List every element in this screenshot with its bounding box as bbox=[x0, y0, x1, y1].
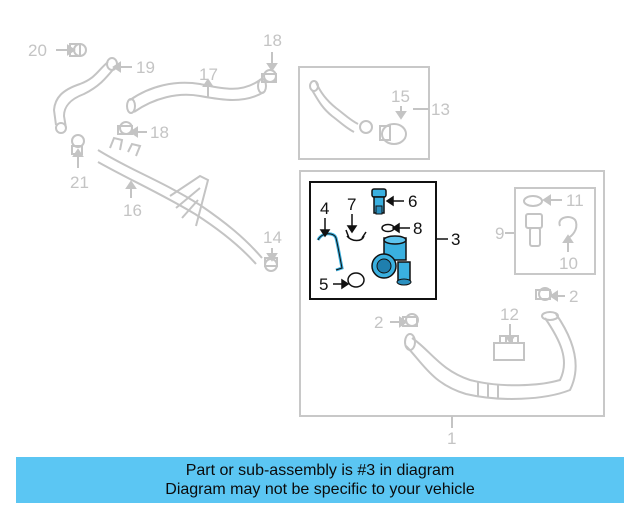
highlighted-parts-3 bbox=[316, 188, 412, 288]
clip-part-4 bbox=[316, 232, 344, 272]
callout-5: 5 bbox=[319, 275, 328, 294]
callout-4: 4 bbox=[320, 199, 329, 218]
callout-1: 1 bbox=[447, 429, 456, 448]
callout-14: 14 bbox=[263, 228, 282, 247]
callout-12: 12 bbox=[500, 305, 519, 324]
callout-13: 13 bbox=[431, 100, 450, 119]
group-box-1 bbox=[299, 170, 605, 417]
clip-part-7 bbox=[345, 229, 367, 242]
info-banner: Part or sub-assembly is #3 in diagram Di… bbox=[16, 457, 624, 503]
callout-18-top: 18 bbox=[263, 31, 282, 50]
callout-10: 10 bbox=[559, 254, 578, 273]
group-box-13 bbox=[298, 66, 430, 160]
dark-leaders bbox=[319, 195, 448, 290]
faint-hose-13 bbox=[309, 80, 407, 145]
callout-20: 20 bbox=[28, 41, 47, 60]
callout-3: 3 bbox=[451, 230, 460, 249]
housing-part-3 bbox=[371, 235, 412, 286]
banner-line-1: Part or sub-assembly is #3 in diagram bbox=[185, 462, 455, 479]
callout-17: 17 bbox=[199, 65, 218, 84]
callout-8: 8 bbox=[413, 219, 422, 238]
callout-16: 16 bbox=[123, 201, 142, 220]
group-box-9 bbox=[514, 187, 596, 275]
callout-19: 19 bbox=[136, 58, 155, 77]
faint-leaders bbox=[56, 44, 574, 428]
callout-6: 6 bbox=[408, 192, 417, 211]
sensor-part-6 bbox=[371, 188, 387, 215]
callout-2-right: 2 bbox=[569, 287, 578, 306]
callout-7: 7 bbox=[347, 195, 356, 214]
faint-parts-9 bbox=[523, 195, 578, 247]
banner-line-2: Diagram may not be specific to your vehi… bbox=[165, 481, 475, 498]
faint-hoses-left bbox=[52, 43, 278, 272]
callout-9: 9 bbox=[495, 224, 504, 243]
callout-21: 21 bbox=[70, 173, 89, 192]
callout-15: 15 bbox=[391, 87, 410, 106]
gasket-part-5 bbox=[347, 272, 365, 288]
faint-hose-1 bbox=[402, 287, 577, 400]
callout-2-left: 2 bbox=[374, 313, 383, 332]
callout-18-mid: 18 bbox=[150, 123, 169, 142]
callout-11: 11 bbox=[566, 191, 584, 210]
highlight-box-3 bbox=[309, 181, 437, 300]
